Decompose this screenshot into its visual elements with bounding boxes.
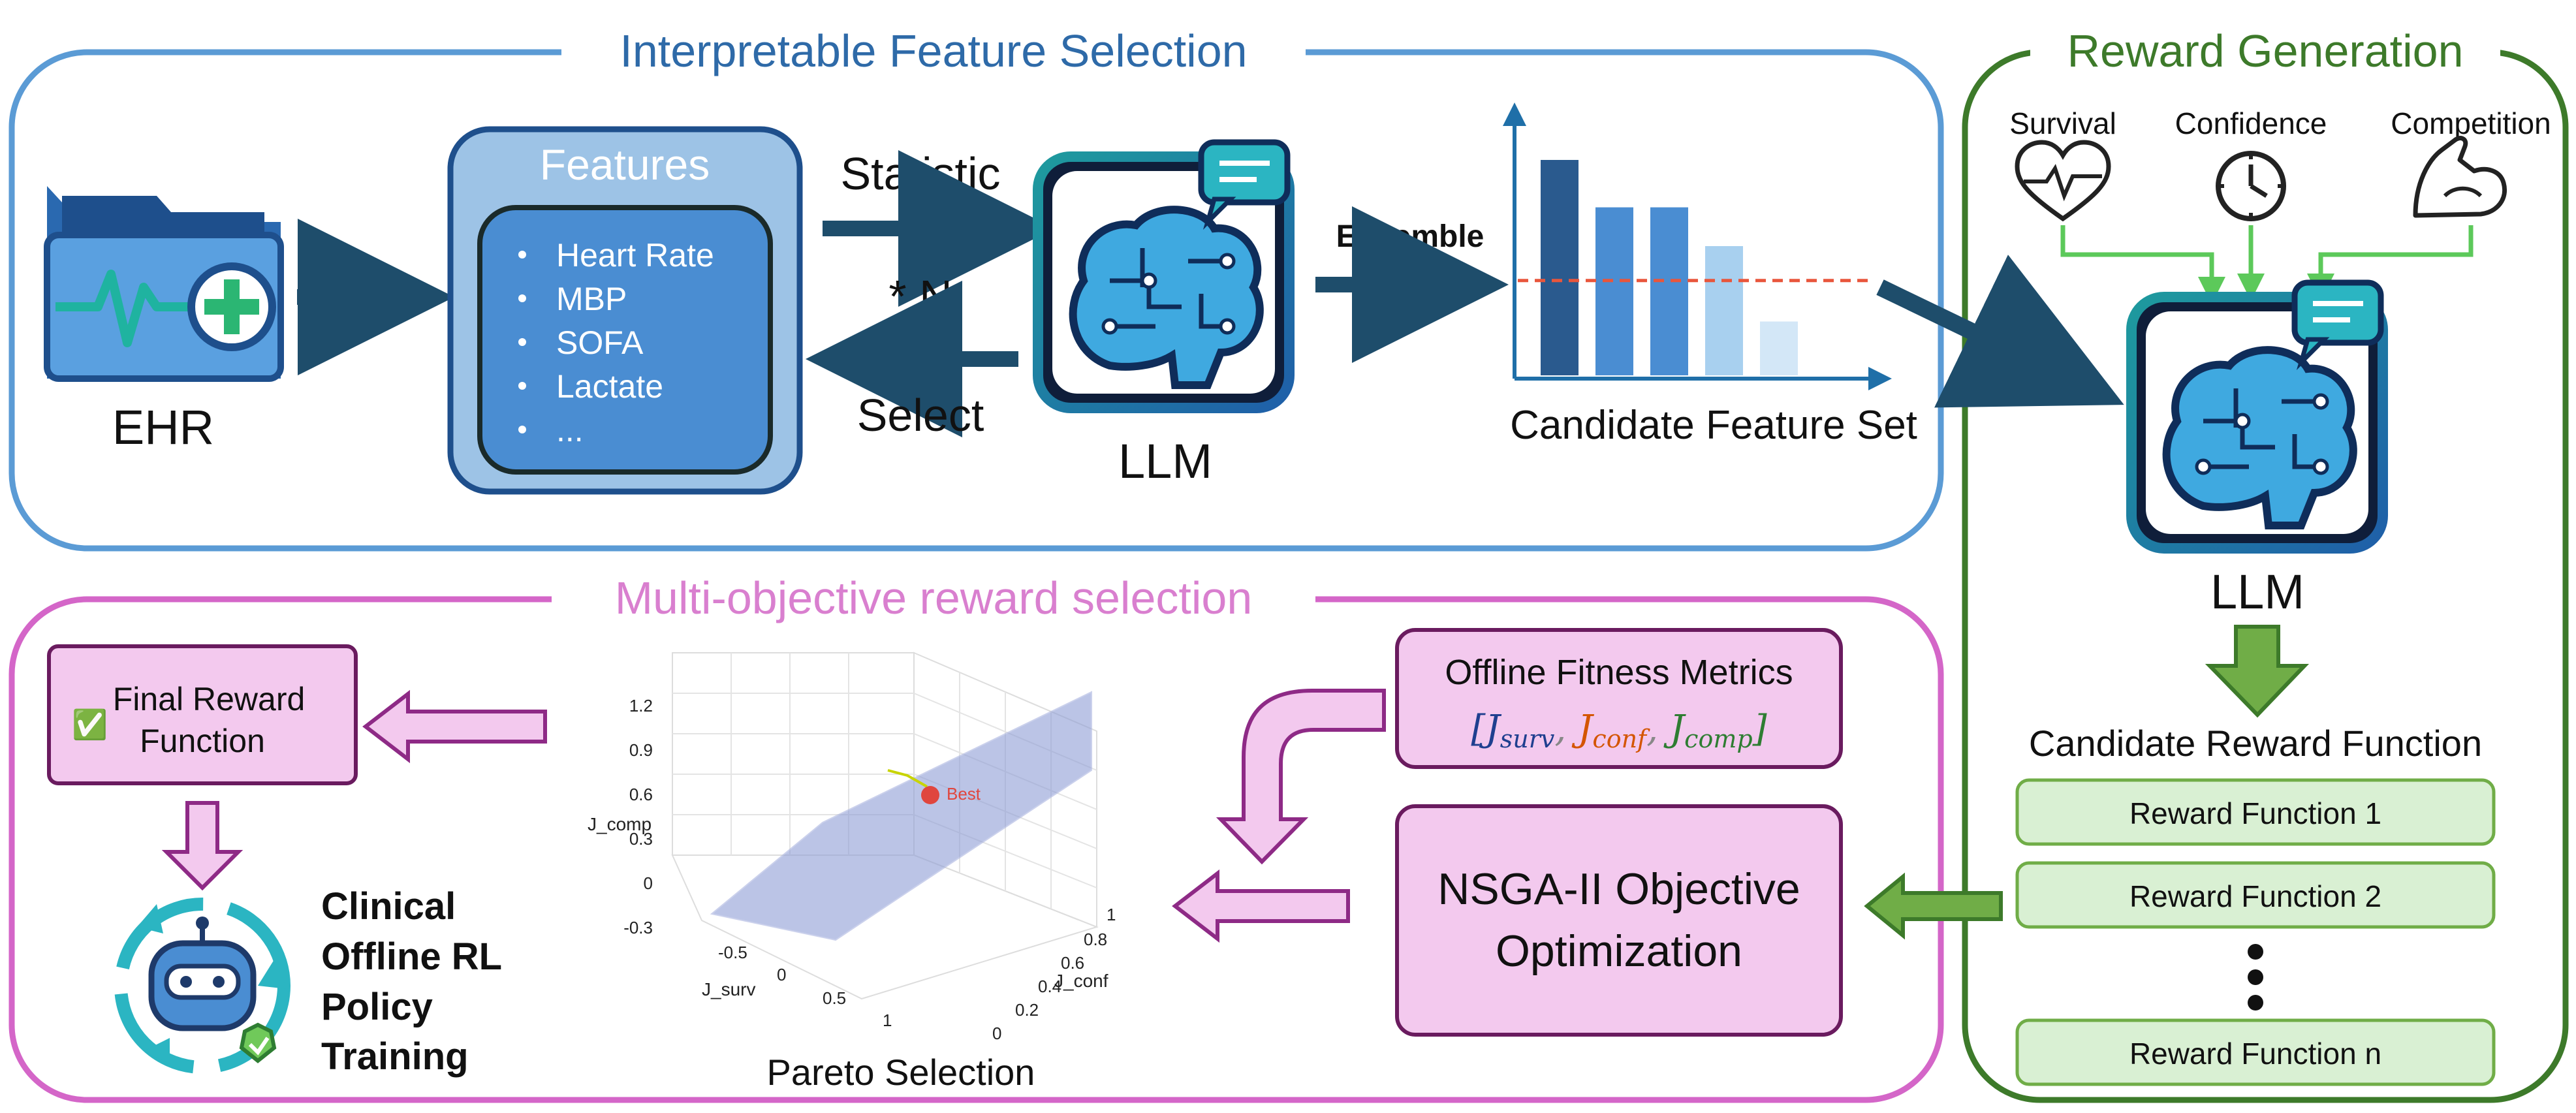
candidate-bar (1705, 246, 1743, 375)
y-tick: 0.4 (1038, 977, 1061, 996)
confidence-label: Confidence (2175, 106, 2327, 140)
llm-to-candidates-arrow (2205, 625, 2310, 718)
ensemble-label: Ensemble (1336, 219, 1484, 254)
candidate-reward-title: Candidate Reward Function (2029, 723, 2482, 764)
reward-function-label: Reward Function 2 (2129, 879, 2381, 913)
pareto-best-point (921, 786, 939, 804)
x-tick: -0.5 (718, 943, 747, 962)
x-tick: 0 (777, 965, 786, 984)
statistic-label: Statistic (840, 148, 1000, 199)
feature-item: ... (556, 412, 584, 448)
ellipsis-dots (2248, 944, 2263, 1011)
nsga-line2: Optimization (1496, 926, 1742, 976)
candidate-bar (1650, 207, 1688, 375)
final-reward-line2: Function (140, 723, 265, 759)
reward-generation-title: Reward Generation (2067, 25, 2464, 76)
x-tick: 0.5 (823, 988, 846, 1008)
final-to-training-arrow (161, 801, 243, 891)
llm-brain-icon (1033, 139, 1295, 413)
ehr-label: EHR (112, 400, 214, 454)
reward-function-label: Reward Function 1 (2129, 796, 2381, 830)
llm-label: LLM (1118, 434, 1212, 488)
candidate-feature-chart (1503, 102, 1892, 390)
ehr-folder-icon (44, 186, 284, 382)
x-tick: 1 (883, 1011, 892, 1030)
z-tick: 0.3 (629, 829, 653, 849)
y-axis-label: J_conf (1054, 971, 1108, 991)
fitness-metrics-formula: [Jsurv, Jconf, Jcomp] (1471, 708, 1767, 753)
final-reward-box (47, 644, 358, 785)
candidates-to-nsga-arrow (1864, 872, 2003, 940)
competition-to-llm-arrow (2307, 225, 2474, 301)
y-tick: 0.2 (1015, 1000, 1039, 1020)
select-label: Select (857, 390, 984, 441)
survival-label: Survival (2009, 106, 2116, 140)
pareto-3d-plot: Best 1.2 0.9 0.6 0.3 0 -0.3 J_comp -0.5 … (588, 651, 1116, 1043)
heart-pulse-icon (2015, 140, 2111, 222)
features-title: Features (540, 140, 710, 189)
features-list-box (477, 205, 773, 475)
robot-cycle-icon (114, 898, 291, 1074)
z-tick: 0.9 (629, 740, 653, 760)
z-tick: -0.3 (623, 918, 653, 937)
times-n-label: * N (888, 271, 952, 322)
candidate-feature-set-label: Candidate Feature Set (1510, 403, 1917, 448)
training-line: Policy (321, 986, 433, 1028)
flexed-arm-icon (2413, 136, 2507, 218)
fitness-metrics-box (1395, 628, 1843, 769)
pareto-to-final-arrow (362, 689, 547, 764)
reward-function-box (2015, 778, 2496, 846)
nsga-box (1395, 804, 1843, 1037)
features-to-reward-arrow (1876, 255, 2124, 408)
training-label: Clinical Offline RL Policy Training (321, 885, 502, 1078)
pareto-best-label: Best (947, 784, 981, 804)
survival-to-llm-arrow (2060, 225, 2225, 304)
pareto-surface (710, 691, 1092, 941)
nsga-line1: NSGA-II Objective (1437, 864, 1800, 914)
features-list: Heart Rate MBP SOFA Lactate ... (518, 237, 714, 448)
candidate-bar (1760, 321, 1798, 375)
fitness-metrics-title: Offline Fitness Metrics (1445, 653, 1793, 692)
fitness-to-pareto-arrow (1216, 689, 1386, 865)
training-line: Offline RL (321, 935, 502, 978)
competition-label: Competition (2391, 106, 2551, 140)
reward-selection-title: Multi-objective reward selection (615, 572, 1253, 623)
feature-item: Lactate (556, 368, 663, 405)
training-line: Clinical (321, 885, 456, 928)
x-axis-label: J_surv (702, 979, 755, 999)
feature-item: Heart Rate (556, 237, 714, 274)
reward-llm-label: LLM (2210, 565, 2304, 619)
z-tick: 0.6 (629, 785, 653, 804)
feature-item: SOFA (556, 324, 644, 361)
y-tick: 1 (1107, 905, 1116, 924)
candidate-bar (1595, 207, 1633, 375)
z-tick: 1.2 (629, 696, 653, 715)
feature-item: MBP (556, 281, 627, 317)
llm-brain-icon-reward (2126, 279, 2388, 554)
nsga-to-pareto-arrow (1172, 869, 1350, 943)
y-tick: 0.6 (1061, 953, 1084, 973)
candidate-bar (1541, 160, 1579, 375)
reward-function-box (2015, 861, 2496, 929)
training-line: Training (321, 1035, 469, 1078)
y-tick: 0 (992, 1024, 1001, 1043)
feature-selection-title: Interpretable Feature Selection (620, 25, 1247, 76)
final-reward-check: ✅ (72, 708, 108, 741)
reward-function-box (2015, 1018, 2496, 1086)
z-tick: 0 (644, 873, 653, 893)
pareto-selection-label: Pareto Selection (767, 1052, 1035, 1093)
final-reward-line1: Final Reward (113, 681, 306, 717)
clock-icon (2216, 151, 2286, 221)
y-tick: 0.8 (1084, 930, 1107, 949)
reward-function-label: Reward Function n (2129, 1037, 2381, 1071)
z-axis-label: J_comp (588, 814, 652, 834)
